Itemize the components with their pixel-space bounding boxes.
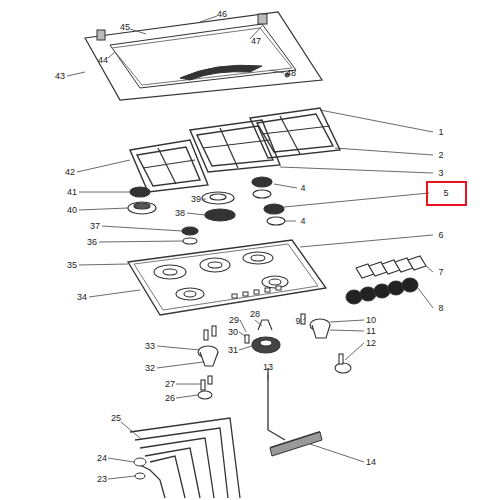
callout-number: 9 — [294, 317, 301, 326]
callout-number: 2 — [437, 151, 444, 160]
callout-number: 34 — [76, 293, 88, 302]
callout-number: 29 — [228, 316, 240, 325]
callout-number: 33 — [144, 342, 156, 351]
callout-number: 39 — [190, 195, 202, 204]
callout-number: 40 — [66, 206, 78, 215]
callout-number: 1 — [437, 128, 444, 137]
callout-number: 14 — [365, 458, 377, 467]
callout-number: 38 — [174, 209, 186, 218]
callout-number: 32 — [144, 364, 156, 373]
callout-number: 37 — [89, 222, 101, 231]
callout-number: 30 — [227, 328, 239, 337]
highlight-box — [427, 182, 466, 205]
callout-number: 5 — [442, 189, 449, 198]
callout-number: 6 — [437, 231, 444, 240]
callout-number: 4 — [299, 217, 306, 226]
callout-number: 13 — [262, 363, 274, 372]
callout-number: 4 — [299, 184, 306, 193]
callout-number: 45 — [119, 23, 131, 32]
callout-number: 42 — [64, 168, 76, 177]
callout-number: 41 — [66, 188, 78, 197]
callout-number: 24 — [96, 454, 108, 463]
callout-number: 26 — [164, 394, 176, 403]
callout-number: 28 — [249, 310, 261, 319]
callout-number: 11 — [365, 327, 376, 336]
callout-number: 25 — [110, 414, 122, 423]
callout-number: 47 — [250, 37, 262, 46]
callout-number: 43 — [54, 72, 66, 81]
callout-number: 27 — [164, 380, 176, 389]
callout-number: 35 — [66, 261, 78, 270]
callout-number: 31 — [227, 346, 239, 355]
callout-number: 12 — [365, 339, 377, 348]
callout-number: 48 — [285, 69, 297, 78]
callout-number: 44 — [97, 56, 109, 65]
callout-number: 8 — [437, 304, 444, 313]
callout-number: 10 — [365, 316, 377, 325]
callout-number: 3 — [437, 169, 444, 178]
callout-number: 36 — [86, 238, 98, 247]
callout-number: 23 — [96, 475, 108, 484]
callout-number: 46 — [216, 10, 228, 19]
callout-number: 7 — [437, 268, 444, 277]
